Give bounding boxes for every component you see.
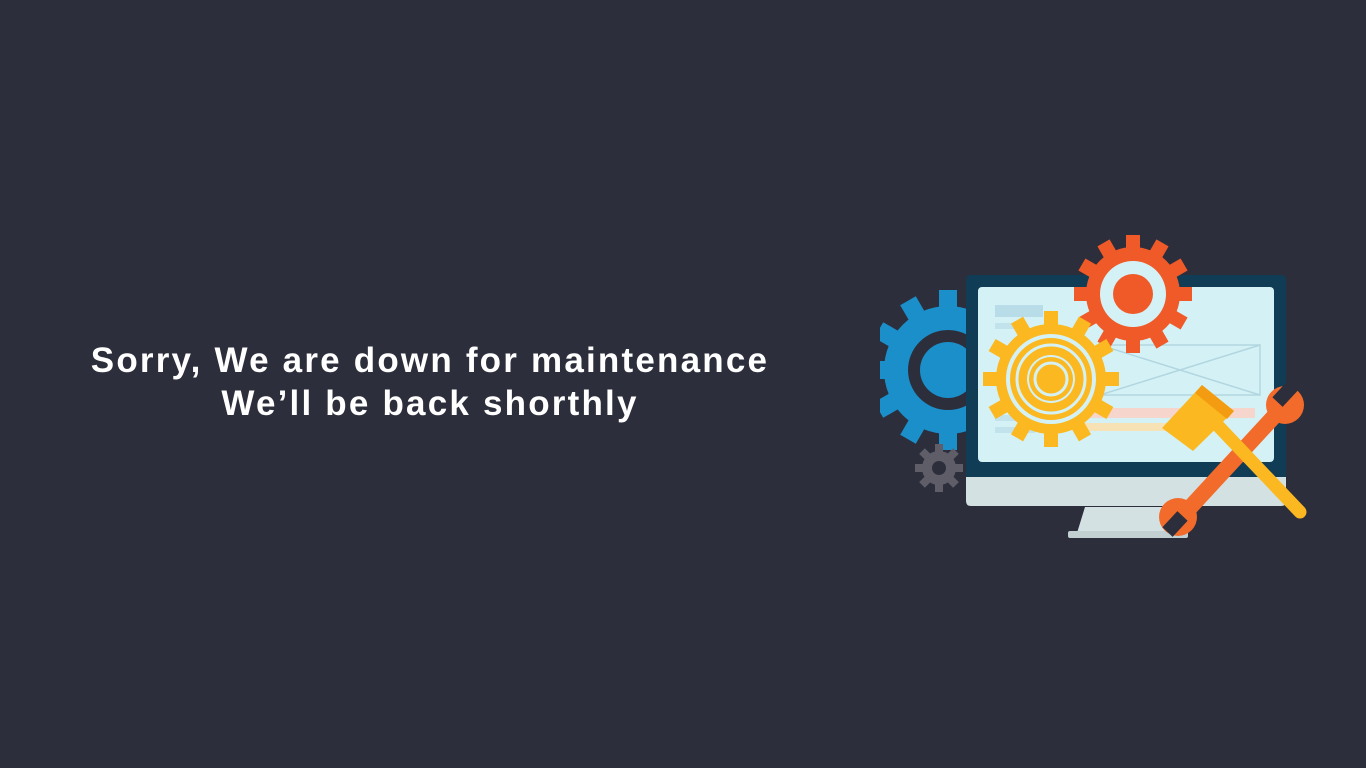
maintenance-message: Sorry, We are down for maintenance We’ll… [0, 339, 860, 425]
small-gear-icon [915, 444, 963, 492]
orange-gear-icon [1074, 235, 1192, 353]
maintenance-illustration [880, 225, 1320, 550]
yellow-gear-icon [983, 311, 1119, 447]
maintenance-title: Sorry, We are down for maintenance [90, 341, 770, 380]
hammer-icon [1162, 385, 1307, 519]
maintenance-subtitle: We’ll be back shorthly [221, 384, 639, 423]
wrench-icon [1159, 381, 1304, 537]
